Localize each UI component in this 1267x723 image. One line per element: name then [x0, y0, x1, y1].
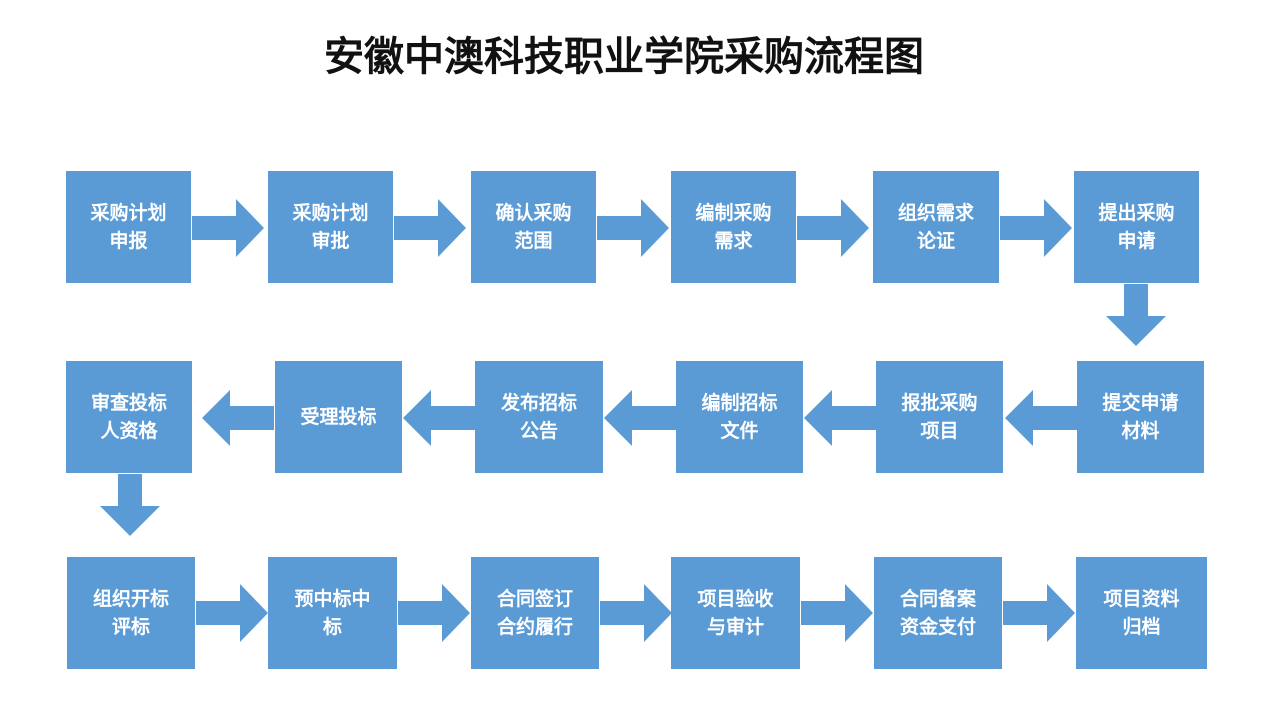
- step-label: 项目验收与审计: [697, 588, 774, 638]
- arrow-right-icon: [801, 584, 873, 642]
- step-prepare-bid-docs: 编制招标文件: [676, 361, 803, 473]
- step-confirm-scope: 确认采购范围: [471, 171, 596, 283]
- step-archive-documents: 项目资料归档: [1076, 557, 1207, 669]
- arrow-right-icon: [597, 199, 669, 257]
- arrow-right-icon: [600, 584, 672, 642]
- step-bid-opening: 组织开标评标: [67, 557, 195, 669]
- step-label: 提出采购申请: [1098, 202, 1175, 252]
- arrow-left-icon: [1005, 390, 1077, 446]
- step-label: 发布招标公告: [500, 392, 577, 442]
- step-label: 编制采购需求: [695, 202, 772, 252]
- step-acceptance-audit: 项目验收与审计: [671, 557, 800, 669]
- step-contract-filing-payment: 合同备案资金支付: [874, 557, 1002, 669]
- step-label: 提交申请材料: [1102, 392, 1179, 442]
- step-label: 组织开标评标: [92, 588, 169, 638]
- arrow-down-icon: [100, 474, 160, 536]
- step-requirement-review: 组织需求论证: [873, 171, 999, 283]
- arrow-right-icon: [394, 199, 466, 257]
- arrow-left-icon: [604, 390, 676, 446]
- step-bidder-qualification: 审查投标人资格: [66, 361, 192, 473]
- arrow-right-icon: [398, 584, 470, 642]
- step-procurement-plan-approval: 采购计划审批: [268, 171, 393, 283]
- step-label: 审查投标人资格: [90, 392, 167, 442]
- arrow-right-icon: [1000, 199, 1072, 257]
- arrow-right-icon: [192, 199, 264, 257]
- arrow-left-icon: [804, 390, 876, 446]
- step-label: 受理投标: [300, 406, 377, 428]
- step-label: 采购计划审批: [292, 202, 369, 252]
- arrow-right-icon: [797, 199, 869, 257]
- step-contract-signing: 合同签订合约履行: [471, 557, 599, 669]
- step-label: 项目资料归档: [1103, 588, 1180, 638]
- step-label: 采购计划申报: [90, 202, 167, 252]
- step-approve-project: 报批采购项目: [876, 361, 1003, 473]
- step-submit-request: 提出采购申请: [1074, 171, 1199, 283]
- page-title: 安徽中澳科技职业学院采购流程图: [324, 33, 924, 80]
- step-label: 确认采购范围: [495, 202, 572, 252]
- step-submit-materials: 提交申请材料: [1077, 361, 1204, 473]
- step-label: 报批采购项目: [901, 392, 978, 442]
- step-label: 合同签订合约履行: [496, 588, 573, 638]
- step-label: 编制招标文件: [701, 392, 778, 442]
- step-label: 预中标中标: [294, 588, 371, 638]
- step-accept-bids: 受理投标: [275, 361, 402, 473]
- step-label: 合同备案资金支付: [899, 588, 976, 638]
- step-procurement-plan-report: 采购计划申报: [66, 171, 191, 283]
- arrow-left-icon: [403, 390, 475, 446]
- step-prepare-requirements: 编制采购需求: [671, 171, 796, 283]
- step-label: 组织需求论证: [897, 202, 974, 252]
- arrow-left-icon: [202, 390, 274, 446]
- step-award: 预中标中标: [268, 557, 397, 669]
- arrow-right-icon: [1003, 584, 1075, 642]
- step-publish-notice: 发布招标公告: [475, 361, 603, 473]
- arrow-down-icon: [1106, 284, 1166, 346]
- arrow-right-icon: [196, 584, 268, 642]
